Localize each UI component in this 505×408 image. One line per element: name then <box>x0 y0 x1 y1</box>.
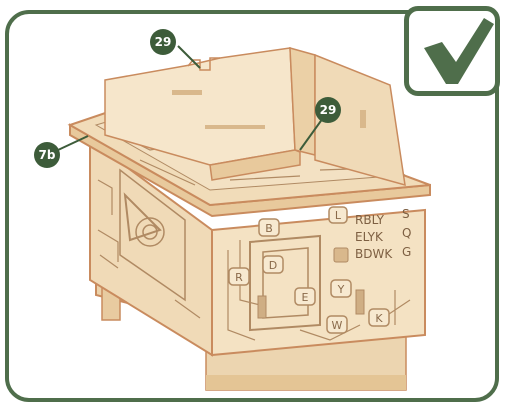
check-icon <box>424 18 494 84</box>
side-letter-s: S <box>402 207 410 221</box>
side-letter-g: G <box>402 245 411 259</box>
callout-part-29-middle: 29 <box>315 97 341 123</box>
callout-part-7b: 7b <box>34 142 60 168</box>
key-k: K <box>375 312 383 325</box>
key-l: L <box>335 209 342 222</box>
key-r: R <box>235 271 243 284</box>
code-line-1: RBLY <box>355 213 385 227</box>
key-d: D <box>269 259 277 272</box>
key-w: W <box>332 319 343 332</box>
key-y: Y <box>337 283 345 296</box>
side-letter-q: Q <box>402 226 411 240</box>
key-e: E <box>302 291 309 304</box>
callout-part-29-top: 29 <box>150 29 176 55</box>
check-mark-overlay <box>404 6 500 96</box>
code-line-3: BDWK <box>355 247 393 261</box>
code-line-2: ELYK <box>355 230 384 244</box>
key-b: B <box>265 222 273 235</box>
